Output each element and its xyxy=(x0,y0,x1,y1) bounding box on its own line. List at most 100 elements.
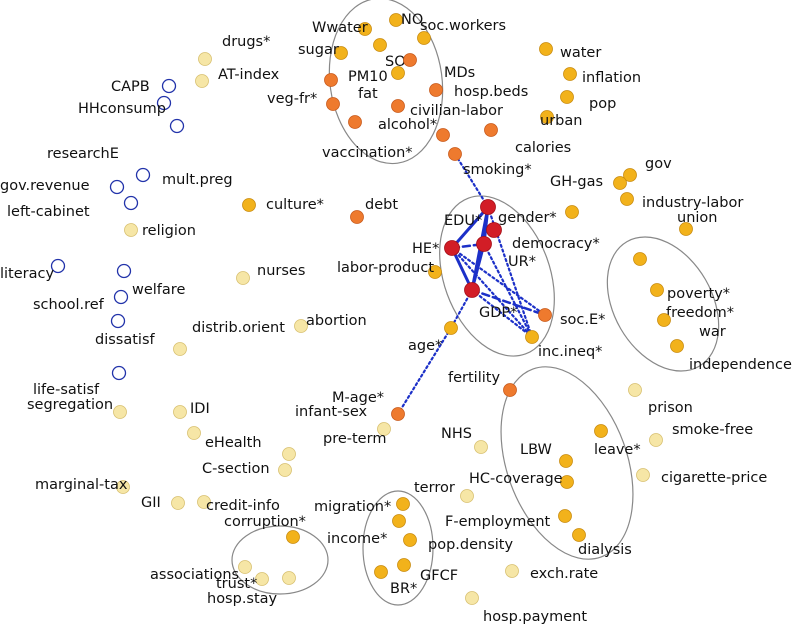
edge-gdp-soc_e xyxy=(470,288,547,317)
node-union: union xyxy=(677,210,717,236)
node-label-left_cabinet: left-cabinet xyxy=(7,204,90,220)
node-marker-lbw xyxy=(559,454,573,468)
node-label-veg_fr: veg-fr* xyxy=(267,91,317,107)
node-label-gov_revenue: gov.revenue xyxy=(0,178,90,194)
node-marker-gfcf xyxy=(397,558,411,572)
cluster-core xyxy=(439,195,555,357)
node-label-nhs: NHS xyxy=(441,426,472,442)
node-credit_info: credit-info xyxy=(197,495,280,514)
node-leave: leave* xyxy=(594,424,641,458)
node-drugs: drugs* xyxy=(198,34,270,66)
node-marker-urban xyxy=(540,110,554,124)
node-life_satisf: life-satisf xyxy=(33,365,127,398)
node-label-m_age: M-age* xyxy=(332,390,384,406)
node-left_cabinet: left-cabinet xyxy=(7,195,139,220)
node-freedom: freedom* xyxy=(650,283,734,321)
node-hosp_payment: hosp.payment xyxy=(465,591,587,625)
node-terror: terror xyxy=(414,480,474,503)
node-label-welfare: welfare xyxy=(132,282,185,298)
node-dialysis: dialysis xyxy=(572,528,632,558)
node-marker-nhs xyxy=(474,440,488,454)
node-label-school_ref: school.ref xyxy=(33,297,105,313)
node-marker-associations xyxy=(238,560,252,574)
node-marker-religion xyxy=(124,223,138,237)
node-label-no: NO xyxy=(401,12,423,28)
node-water: water xyxy=(539,42,601,61)
node-veg_fr: veg-fr* xyxy=(267,91,340,111)
node-marker-marginal_tax xyxy=(116,480,130,494)
node-marker-ehealth xyxy=(187,426,201,440)
node-label-smoke_free: smoke-free xyxy=(672,422,753,438)
node-no: NO xyxy=(389,12,423,28)
node-marker-prison xyxy=(628,383,642,397)
node-marker-income xyxy=(392,514,406,528)
node-label-war: war xyxy=(699,324,726,340)
node-c_section: C-section xyxy=(202,461,292,477)
node-marker-pop xyxy=(560,90,574,104)
node-label-fat: fat xyxy=(358,86,378,102)
edge-ur-inc_ineq xyxy=(482,242,534,339)
node-industry_labor: industry-labor xyxy=(620,192,743,211)
node-marker-smoke_free xyxy=(649,433,663,447)
node-label-culture: culture* xyxy=(266,197,324,213)
node-edu: EDU* xyxy=(444,199,496,229)
node-marker-abortion xyxy=(294,319,308,333)
node-marker-m_age xyxy=(391,407,405,421)
node-label-dissatisf: dissatisf xyxy=(95,332,155,348)
node-label-migration: migration* xyxy=(314,499,391,515)
node-marker-at_index xyxy=(195,74,209,88)
cluster-outlines xyxy=(231,0,720,606)
node-marker-pm10 xyxy=(324,73,338,87)
node-marker-ur xyxy=(476,236,492,252)
node-capb: CAPB xyxy=(111,78,177,95)
node-label-gender: gender* xyxy=(498,210,557,226)
node-marker-hc_coverage xyxy=(560,475,574,489)
node-label-freedom: freedom* xyxy=(666,305,734,321)
node-label-gh_gas: GH-gas xyxy=(550,174,603,190)
node-pre_term: pre-term xyxy=(282,431,386,461)
node-marker-veg_fr xyxy=(326,97,340,111)
node-marker-literacy xyxy=(50,258,66,274)
cluster-top-health xyxy=(328,0,444,165)
node-label-idi: IDI xyxy=(190,401,210,417)
node-civilian_labor: civilian-labor xyxy=(391,99,503,119)
cluster-lbw xyxy=(500,366,634,560)
node-marker-age xyxy=(444,321,458,335)
node-br: BR* xyxy=(374,565,417,597)
node-label-trust: trust* xyxy=(216,576,257,592)
node-corruption: corruption* xyxy=(224,514,306,544)
node-gfcf: GFCF xyxy=(397,558,458,584)
node-marker-gii xyxy=(171,496,185,510)
node-marker-edu xyxy=(480,199,496,215)
edge-edu-smoking xyxy=(453,152,490,209)
node-label-gov: gov xyxy=(645,156,672,172)
node-label-civilian_labor: civilian-labor xyxy=(410,103,503,119)
node-marker-school_ref xyxy=(113,289,129,305)
node-marker-pop_density xyxy=(403,533,417,547)
node-label-mds: MDs xyxy=(444,65,475,81)
node-war: war xyxy=(657,313,726,340)
node-marker-welfare xyxy=(116,263,132,279)
node-label-water: water xyxy=(560,45,601,61)
edge-he-soc_e xyxy=(450,246,547,317)
node-marker-civilian_labor xyxy=(391,99,405,113)
node-hhconsump: HHconsump xyxy=(78,95,172,117)
node-label-soc_e: soc.E* xyxy=(560,312,605,328)
edge-age-m_age xyxy=(396,326,453,416)
node-ehealth: eHealth xyxy=(187,426,262,451)
node-trust: trust* xyxy=(216,572,269,592)
node-school_ref: school.ref xyxy=(33,289,129,313)
node-label-so: SO xyxy=(385,54,406,70)
cluster-independence xyxy=(606,236,720,372)
node-vaccination: vaccination* xyxy=(322,128,450,161)
node-marker-exch_rate xyxy=(505,564,519,578)
node-marker-soc_workers xyxy=(417,31,431,45)
node-marker-gov_revenue xyxy=(109,179,125,195)
edge-gdp-inc_ineq xyxy=(470,288,534,339)
node-label-income: income* xyxy=(327,531,387,547)
node-marker-distrib_orient xyxy=(173,342,187,356)
node-label-mult_preg: mult.preg xyxy=(162,172,233,188)
node-marker-he xyxy=(444,240,460,256)
node-marker-independence xyxy=(670,339,684,353)
node-marker-f_employment xyxy=(558,509,572,523)
